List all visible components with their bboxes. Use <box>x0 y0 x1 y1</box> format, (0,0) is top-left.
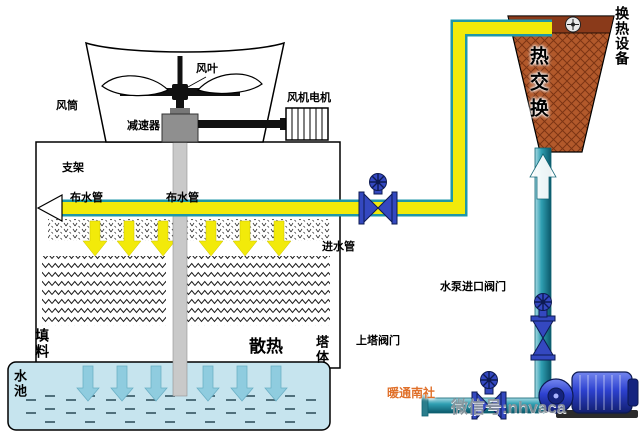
label-heat-exchanger-device: 换热设备 <box>614 6 631 66</box>
riser-valve <box>530 292 556 361</box>
label-inlet-pipe: 进水管 <box>322 241 355 253</box>
label-pump-inlet-valve: 水泵进口阀门 <box>440 281 506 293</box>
label-fan-blade: 风叶 <box>196 63 218 75</box>
basin-arrows <box>76 365 288 402</box>
label-fan-duct: 风筒 <box>56 100 78 112</box>
water-pump <box>538 371 639 418</box>
fan-motor-shape <box>198 107 329 141</box>
flow-arrow-up <box>529 153 557 200</box>
label-fan-motor: 风机电机 <box>287 92 331 104</box>
label-dist-pipe-left: 布水管 <box>70 192 103 204</box>
label-water-pool: 水池 <box>11 369 27 399</box>
label-support: 支架 <box>62 162 84 174</box>
fill-pack-right <box>186 256 330 326</box>
label-reducer: 减速器 <box>127 120 160 132</box>
spray-zone <box>48 219 330 241</box>
label-heat-exchange: 热交换 <box>526 46 548 124</box>
heat-exchanger-shape <box>507 15 615 153</box>
label-fill-material: 填料 <box>34 328 51 360</box>
gearbox <box>161 108 199 143</box>
fan-assembly <box>101 56 263 116</box>
water-basin <box>7 361 331 431</box>
label-tower-body: 塔体 <box>313 335 329 365</box>
label-heat-dissipation: 散热 <box>249 337 283 356</box>
fan-blade-right <box>196 73 263 94</box>
hot-spray-arrows <box>82 220 292 257</box>
label-to-tower-valve: 上塔阀门 <box>356 335 400 347</box>
pump-suction-valve <box>471 370 507 420</box>
drive-shaft <box>172 141 188 397</box>
watermark-wechat: 微信号:nhvaca <box>451 398 567 417</box>
label-dist-pipe-right: 布水管 <box>166 192 199 204</box>
watermark-brand: 暖通南社 <box>387 386 436 400</box>
fill-pack-left <box>42 256 166 326</box>
cold-water-riser <box>529 147 557 403</box>
flow-arrow-left <box>36 193 63 223</box>
tower-body-shape <box>35 141 341 369</box>
inlet-valve <box>358 172 398 225</box>
fan-blade-left <box>101 75 170 97</box>
hot-water-pipe <box>36 19 552 223</box>
